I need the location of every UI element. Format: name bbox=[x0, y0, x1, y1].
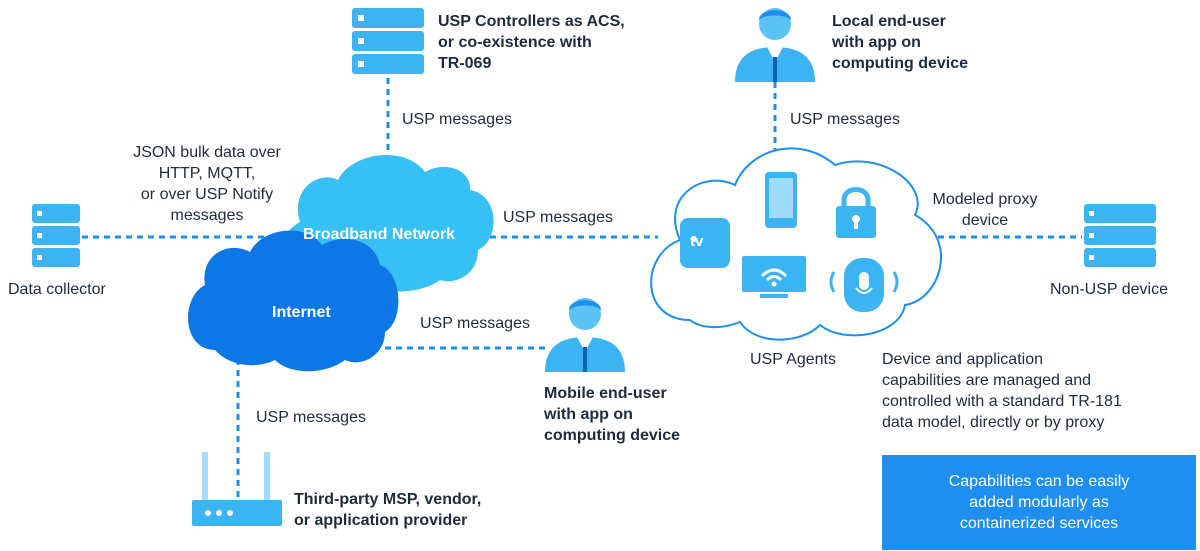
capabilities-callout: Capabilities can be easily added modular… bbox=[882, 455, 1196, 550]
router-icon bbox=[192, 452, 282, 526]
edge-label-local-user: USP messages bbox=[790, 111, 900, 128]
tv-icon-label: tv bbox=[690, 233, 704, 250]
local-user-label: Local end-user with app on computing dev… bbox=[832, 13, 969, 72]
server-icon bbox=[1084, 204, 1156, 267]
edge-label-proxy: Modeled proxy device bbox=[932, 191, 1038, 229]
data-collector-label: Data collector bbox=[8, 281, 106, 298]
phone-icon bbox=[765, 172, 797, 228]
internet-cloud bbox=[188, 230, 399, 372]
internet-label: Internet bbox=[272, 304, 331, 321]
person-icon bbox=[735, 8, 815, 82]
third-party-label: Third-party MSP, vendor, or application … bbox=[294, 491, 482, 529]
non-usp-device-label: Non-USP device bbox=[1050, 281, 1168, 298]
server-icon bbox=[352, 8, 424, 74]
person-icon bbox=[545, 298, 625, 372]
server-icon bbox=[32, 204, 80, 267]
edge-label-third-party: USP messages bbox=[256, 409, 366, 426]
edge-label-controllers: USP messages bbox=[402, 111, 512, 128]
connector-lines bbox=[82, 78, 1082, 498]
usp-agents-label: USP Agents bbox=[750, 351, 836, 368]
mobile-user-label: Mobile end-user with app on computing de… bbox=[544, 385, 681, 444]
edge-label-json-bulk: JSON bulk data over HTTP, MQTT, or over … bbox=[133, 144, 281, 224]
capabilities-note: Device and application capabilities are … bbox=[882, 351, 1122, 431]
controllers-label: USP Controllers as ACS, or co-existence … bbox=[438, 13, 625, 72]
edge-label-broadband-agents: USP messages bbox=[503, 209, 613, 226]
smart-speaker-icon bbox=[829, 258, 899, 312]
tv-icon bbox=[680, 218, 730, 268]
broadband-network-label: Broadband Network bbox=[303, 226, 456, 243]
edge-label-mobile-user: USP messages bbox=[420, 315, 530, 332]
lock-icon bbox=[836, 187, 876, 238]
wifi-monitor-icon bbox=[742, 256, 806, 298]
